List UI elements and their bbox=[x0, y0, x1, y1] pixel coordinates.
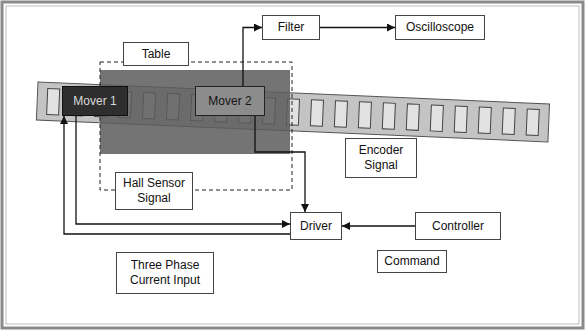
signal-arrow bbox=[243, 28, 262, 87]
table-label-box: Table bbox=[123, 42, 189, 66]
node-text-group: Mover 1 bbox=[73, 94, 116, 109]
node-text: Command bbox=[384, 254, 439, 269]
node-text: Hall Sensor Signal bbox=[121, 176, 187, 206]
signal-arrow bbox=[320, 27, 395, 28]
node-text: Controller bbox=[432, 219, 484, 234]
node-text: Table bbox=[142, 47, 171, 62]
node-text: Driver bbox=[300, 219, 332, 234]
driver-box: Driver bbox=[290, 212, 342, 240]
table-shadow bbox=[100, 70, 290, 154]
node-text-group: Table bbox=[142, 47, 171, 62]
filter-box: Filter bbox=[262, 15, 320, 40]
node-text: Three Phase Current Input bbox=[122, 258, 208, 288]
signal-label-box: Encoder Signal bbox=[345, 138, 417, 178]
oscilloscope-box: Oscilloscope bbox=[395, 15, 485, 40]
node-text: Mover 1 bbox=[73, 94, 116, 109]
node-text-group: Mover 2 bbox=[208, 94, 251, 109]
signal-label-box: Three Phase Current Input bbox=[116, 252, 214, 294]
mover-block: Mover 1 bbox=[62, 86, 128, 116]
signal-arrow bbox=[64, 116, 290, 234]
mover-block: Mover 2 bbox=[195, 86, 265, 116]
node-text: Encoder Signal bbox=[351, 143, 411, 173]
node-text: Oscilloscope bbox=[406, 20, 474, 35]
edge-group bbox=[64, 28, 415, 235]
node-text-group: Controller bbox=[432, 219, 484, 234]
signal-label-box: Hall Sensor Signal bbox=[115, 172, 193, 210]
controller-box: Controller bbox=[415, 212, 501, 240]
node-text-group: Three Phase Current Input bbox=[122, 258, 208, 288]
node-text: Mover 2 bbox=[208, 94, 251, 109]
node-text-group: Oscilloscope bbox=[406, 20, 474, 35]
signal-arrow bbox=[76, 116, 290, 224]
node-text-group: Hall Sensor Signal bbox=[121, 176, 187, 206]
command-box: Command bbox=[377, 250, 447, 273]
node-text: Filter bbox=[278, 20, 305, 35]
node-text-group: Command bbox=[384, 254, 439, 269]
inner-frame bbox=[6, 6, 579, 324]
table-outline bbox=[100, 62, 292, 190]
node-text-group: Filter bbox=[278, 20, 305, 35]
signal-arrow bbox=[342, 225, 415, 226]
node-text-group: Driver bbox=[300, 219, 332, 234]
signal-arrow bbox=[255, 116, 305, 212]
node-text-group: Encoder Signal bbox=[351, 143, 411, 173]
